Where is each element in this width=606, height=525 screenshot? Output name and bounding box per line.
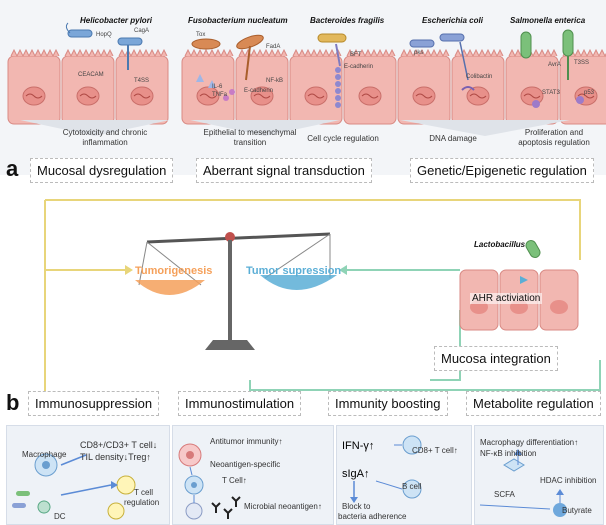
- label-microbial-neoantigen: Microbial neoantigen↑: [244, 502, 322, 511]
- epithelium-illustration: [7, 22, 606, 125]
- metabolite-illustration: [479, 449, 567, 517]
- category-genetic-epigenetic: Genetic/Epigenetic regulation: [410, 158, 594, 183]
- label-tumorigenesis: Tumorigenesis: [135, 265, 213, 277]
- label-ceacam: CEACAM: [78, 72, 104, 78]
- bacterium-name-e-coli: Escherichia coli: [422, 16, 483, 25]
- category-metabolite-regulation: Metabolite regulation: [466, 391, 601, 416]
- label-siga: sIgA↑: [342, 468, 370, 480]
- label-ahr-activation: AHR activiation: [470, 293, 543, 304]
- cell-group-1: [7, 49, 169, 125]
- label-scfa: SCFA: [494, 490, 515, 499]
- label-colibactin: Colibactin: [466, 74, 493, 80]
- immunosuppression-illustration: [12, 453, 136, 520]
- label-macrophage: Macrophage: [22, 450, 67, 459]
- label-neoantigen-tcell: T Cell↑: [222, 476, 247, 485]
- category-aberrant-signal: Aberrant signal transduction: [196, 158, 372, 183]
- label-tumor-supression: Tumor supression: [246, 265, 342, 277]
- category-immunity-boosting: Immunity boosting: [328, 391, 448, 416]
- label-stat3: STAT3: [542, 90, 560, 96]
- label-ecadherin-bf: E-cadherin: [344, 64, 374, 70]
- bacterium-name-f-nucleatum: Fusobacterium nucleatum: [188, 16, 288, 25]
- s-enterica-bacterium-icon: [520, 29, 584, 108]
- effect-cell-cycle: Cell cycle regulation: [307, 134, 379, 143]
- effect-cytotoxicity: Cytotoxicity and chronic inflammation: [62, 128, 148, 147]
- label-p53: p53: [584, 90, 595, 96]
- label-cd8-line1: CD8+/CD3+ T cell↓: [80, 440, 158, 450]
- label-hopq: HopQ: [96, 32, 112, 38]
- label-hdac-inhibition: HDAC inhibition: [540, 476, 597, 485]
- label-ifn-gamma: IFN-γ↑: [342, 440, 375, 452]
- effect-dna-damage: DNA damage: [429, 134, 477, 143]
- label-bft: BFT: [350, 52, 362, 58]
- b-fragilis-bacterium-icon: [317, 33, 347, 108]
- label-bacteria-adherence: bacteria adherence: [338, 512, 407, 521]
- immunity-boosting-illustration: [350, 435, 422, 503]
- label-butyrate: Butyrate: [562, 506, 592, 515]
- label-b-cell: B cell: [402, 482, 422, 491]
- e-coli-bacterium-icon: [409, 33, 475, 91]
- label-il6: IL-6: [212, 84, 223, 90]
- bacterium-name-b-fragilis: Bacteroides fragilis: [310, 16, 385, 25]
- middle-connectors: [44, 199, 601, 394]
- label-antitumor: Antitumor immunity↑: [210, 437, 283, 446]
- label-tnfa: TNFa: [212, 92, 227, 98]
- label-block-to: Block to: [342, 502, 371, 511]
- label-neoantigen-specific: Neoantigen-specific: [210, 460, 281, 469]
- label-t-cell: T cell: [134, 488, 153, 497]
- category-immunostimulation: Immunostimulation: [178, 391, 302, 416]
- label-caga: CagA: [134, 28, 150, 34]
- category-mucosal-dysregulation: Mucosal dysregulation: [30, 158, 174, 183]
- panel-label-b: b: [6, 390, 20, 415]
- immunostimulation-illustration: [178, 443, 241, 520]
- label-macrophagy-differentiation: Macrophagy differentiation↑: [480, 438, 579, 447]
- label-lactobacillus: Lactobacillus: [474, 240, 526, 249]
- label-ecadherin-fn: E-cadherin: [244, 88, 274, 94]
- label-nfkb: NF-kB: [266, 78, 283, 84]
- label-avra: AvrA: [548, 62, 561, 68]
- label-regulation: regulation: [124, 498, 160, 507]
- panel-label-a: a: [6, 156, 19, 181]
- label-t3ss: T3SS: [574, 60, 590, 66]
- lactobacillus-cells-illustration: [459, 240, 579, 331]
- f-nucleatum-bacterium-icon: [191, 34, 264, 101]
- label-cd8-line2: TIL density↓Treg↑: [80, 452, 151, 462]
- label-fada: FadA: [266, 44, 281, 50]
- label-cd8-t-cell: CD8+ T cell↑: [412, 446, 458, 455]
- bacterium-name-s-enterica: Salmonella enterica: [510, 16, 586, 25]
- balance-scale-icon: [135, 232, 337, 350]
- label-fn-tox: Tox: [196, 32, 206, 38]
- effect-emt: Epithelial to mesenchymal transition: [203, 128, 297, 147]
- label-t4ss: T4SS: [134, 78, 150, 84]
- label-nfkb-inhibition: NF-κB inhibition: [480, 449, 537, 458]
- bacterium-name-h-pylori: Helicobacter pylori: [80, 16, 153, 25]
- label-mucosa-integration: Mucosa integration: [434, 346, 558, 371]
- effect-chevrons: [20, 120, 570, 136]
- label-dc: DC: [54, 512, 66, 521]
- h-pylori-bacterium-icon: [65, 22, 143, 70]
- effect-proliferation: Proliferation and apoptosis regulation: [518, 128, 590, 147]
- label-pks: pks: [414, 50, 424, 56]
- category-immunosuppression: Immunosuppression: [28, 391, 160, 416]
